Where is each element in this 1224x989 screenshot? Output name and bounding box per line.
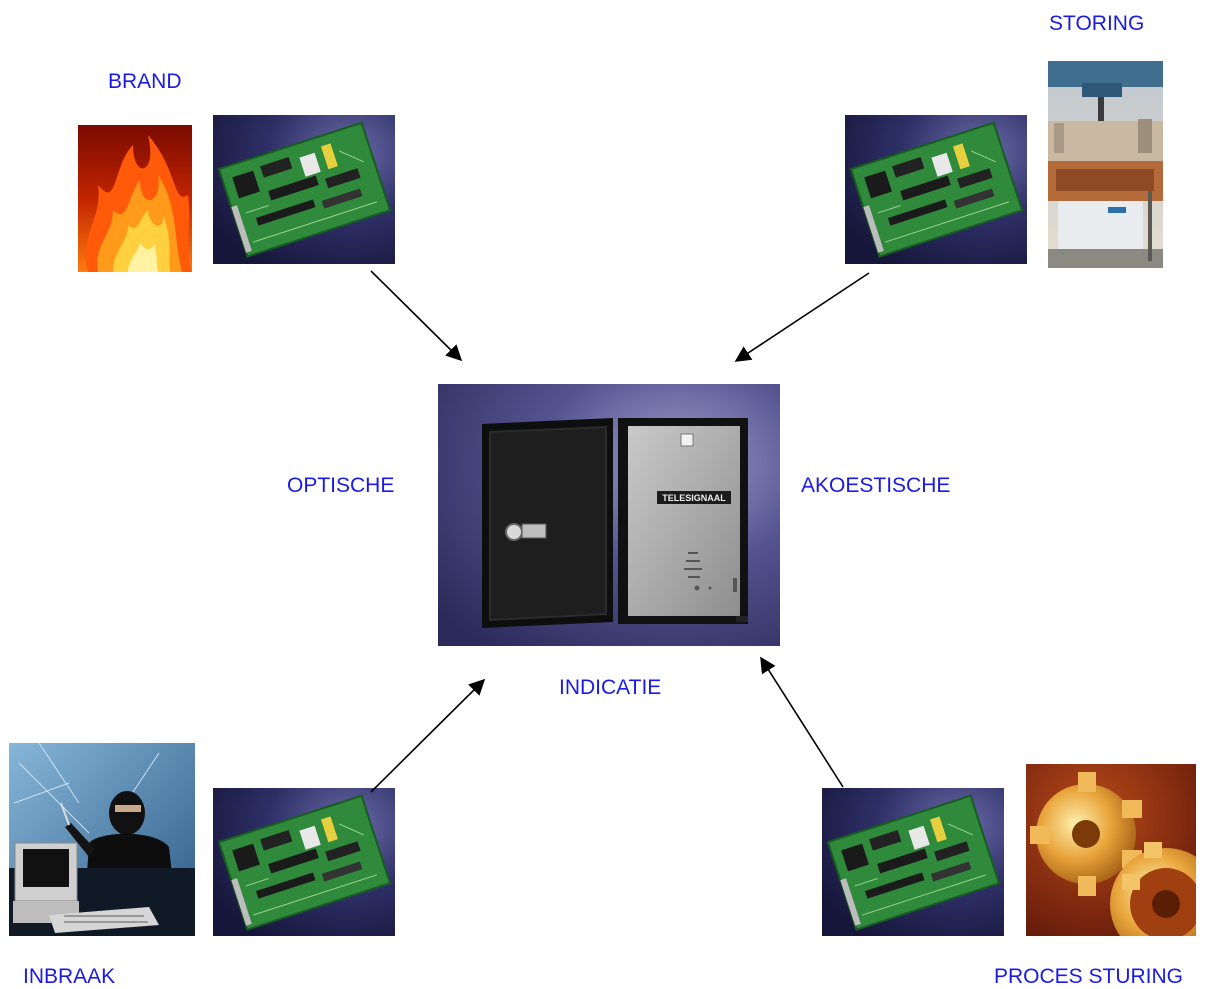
storing-label: STORING [1049, 12, 1145, 35]
brand-label: BRAND [108, 70, 182, 93]
arrow-storing-to-center [734, 272, 870, 362]
akoestische-label: AKOESTISCHE [801, 474, 951, 497]
arrow-proces-to-center [760, 656, 844, 788]
proces-sturing-label: PROCES STURING [994, 965, 1184, 988]
circuit-board-photo-brand [213, 115, 395, 264]
circuit-board-photo-proces [822, 788, 1004, 936]
container-crane-photo [1048, 61, 1163, 268]
circuit-board-photo-inbraak [213, 788, 395, 936]
signal-cabinet-photo: TELESIGNAAL [438, 384, 780, 646]
gears-photo [1026, 764, 1196, 936]
burglar-photo [9, 743, 195, 936]
optische-label: OPTISCHE [287, 474, 395, 497]
inbraak-label: INBRAAK [23, 965, 116, 988]
arrow-inbraak-to-center [370, 678, 486, 793]
arrow-brand-to-center [370, 270, 463, 362]
circuit-board-photo-storing [845, 115, 1027, 264]
fire-photo [78, 125, 192, 272]
indicatie-label: INDICATIE [559, 676, 662, 699]
panel-brand-text: TELESIGNAAL [662, 493, 726, 503]
